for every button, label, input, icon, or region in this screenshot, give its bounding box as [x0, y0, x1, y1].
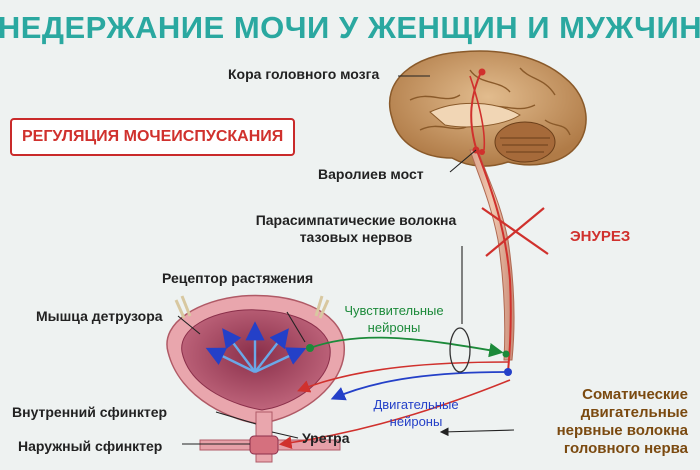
sensory-label-line2: нейроны [367, 320, 421, 335]
stretch-receptor-label: Рецептор растяжения [162, 270, 314, 286]
detrusor-label: Мышца детрузора [36, 308, 163, 324]
urethra [199, 411, 341, 463]
parasympathetic-label: Парасимпатические волокна тазовых нервов [242, 212, 470, 246]
bladder [166, 294, 345, 425]
external-sphincter-label: Наружный сфинктер [18, 438, 163, 454]
enuresis-label: ЭНУРЕЗ [570, 228, 631, 245]
urethra-label: Уретра [302, 430, 350, 446]
somatic-label-line2: двигательные [580, 404, 688, 421]
parasympathetic-label-line1: Парасимпатические волокна [255, 212, 457, 228]
regulation-badge: РЕГУЛЯЦИЯ МОЧЕИСПУСКАНИЯ [10, 118, 296, 156]
enuresis-cross [481, 207, 549, 257]
somatic-label-line1: Соматические [582, 386, 688, 403]
motor-nerve-line [330, 371, 507, 401]
cortex-label: Кора головного мозга [228, 66, 380, 82]
sensory-nerve-line [309, 336, 504, 358]
label-pointers [177, 75, 515, 445]
cerebellum [494, 121, 556, 163]
somatic-label-line4: головного нерва [563, 440, 688, 457]
pons-label: Варолиев мост [318, 166, 424, 182]
motor-label-line1: Двигательные [373, 397, 459, 412]
parasympathetic-label-line2: тазовых нервов [299, 229, 413, 245]
title-bar: НЕДЕРЖАНИЕ МОЧИ У ЖЕНЩИН И МУЖЧИН [0, 0, 700, 56]
page-title: НЕДЕРЖАНИЕ МОЧИ У ЖЕНЩИН И МУЖЧИН [0, 10, 700, 45]
sensory-label-line1: Чувствительные [344, 303, 444, 318]
sensory-neurons-label: Чувствительные нейроны [344, 302, 444, 336]
parasympathetic-nerve-line [297, 361, 509, 393]
somatic-fibers-label: Соматические двигательные нервные волокн… [508, 386, 688, 458]
brain [388, 50, 587, 167]
motor-label-line2: нейроны [389, 414, 443, 429]
descending-nerve-path [470, 69, 512, 373]
internal-sphincter-label: Внутренний сфинктер [12, 404, 168, 420]
somatic-label-line3: нервные волокна [556, 422, 688, 439]
motor-neurons-label: Двигательные нейроны [366, 396, 466, 430]
